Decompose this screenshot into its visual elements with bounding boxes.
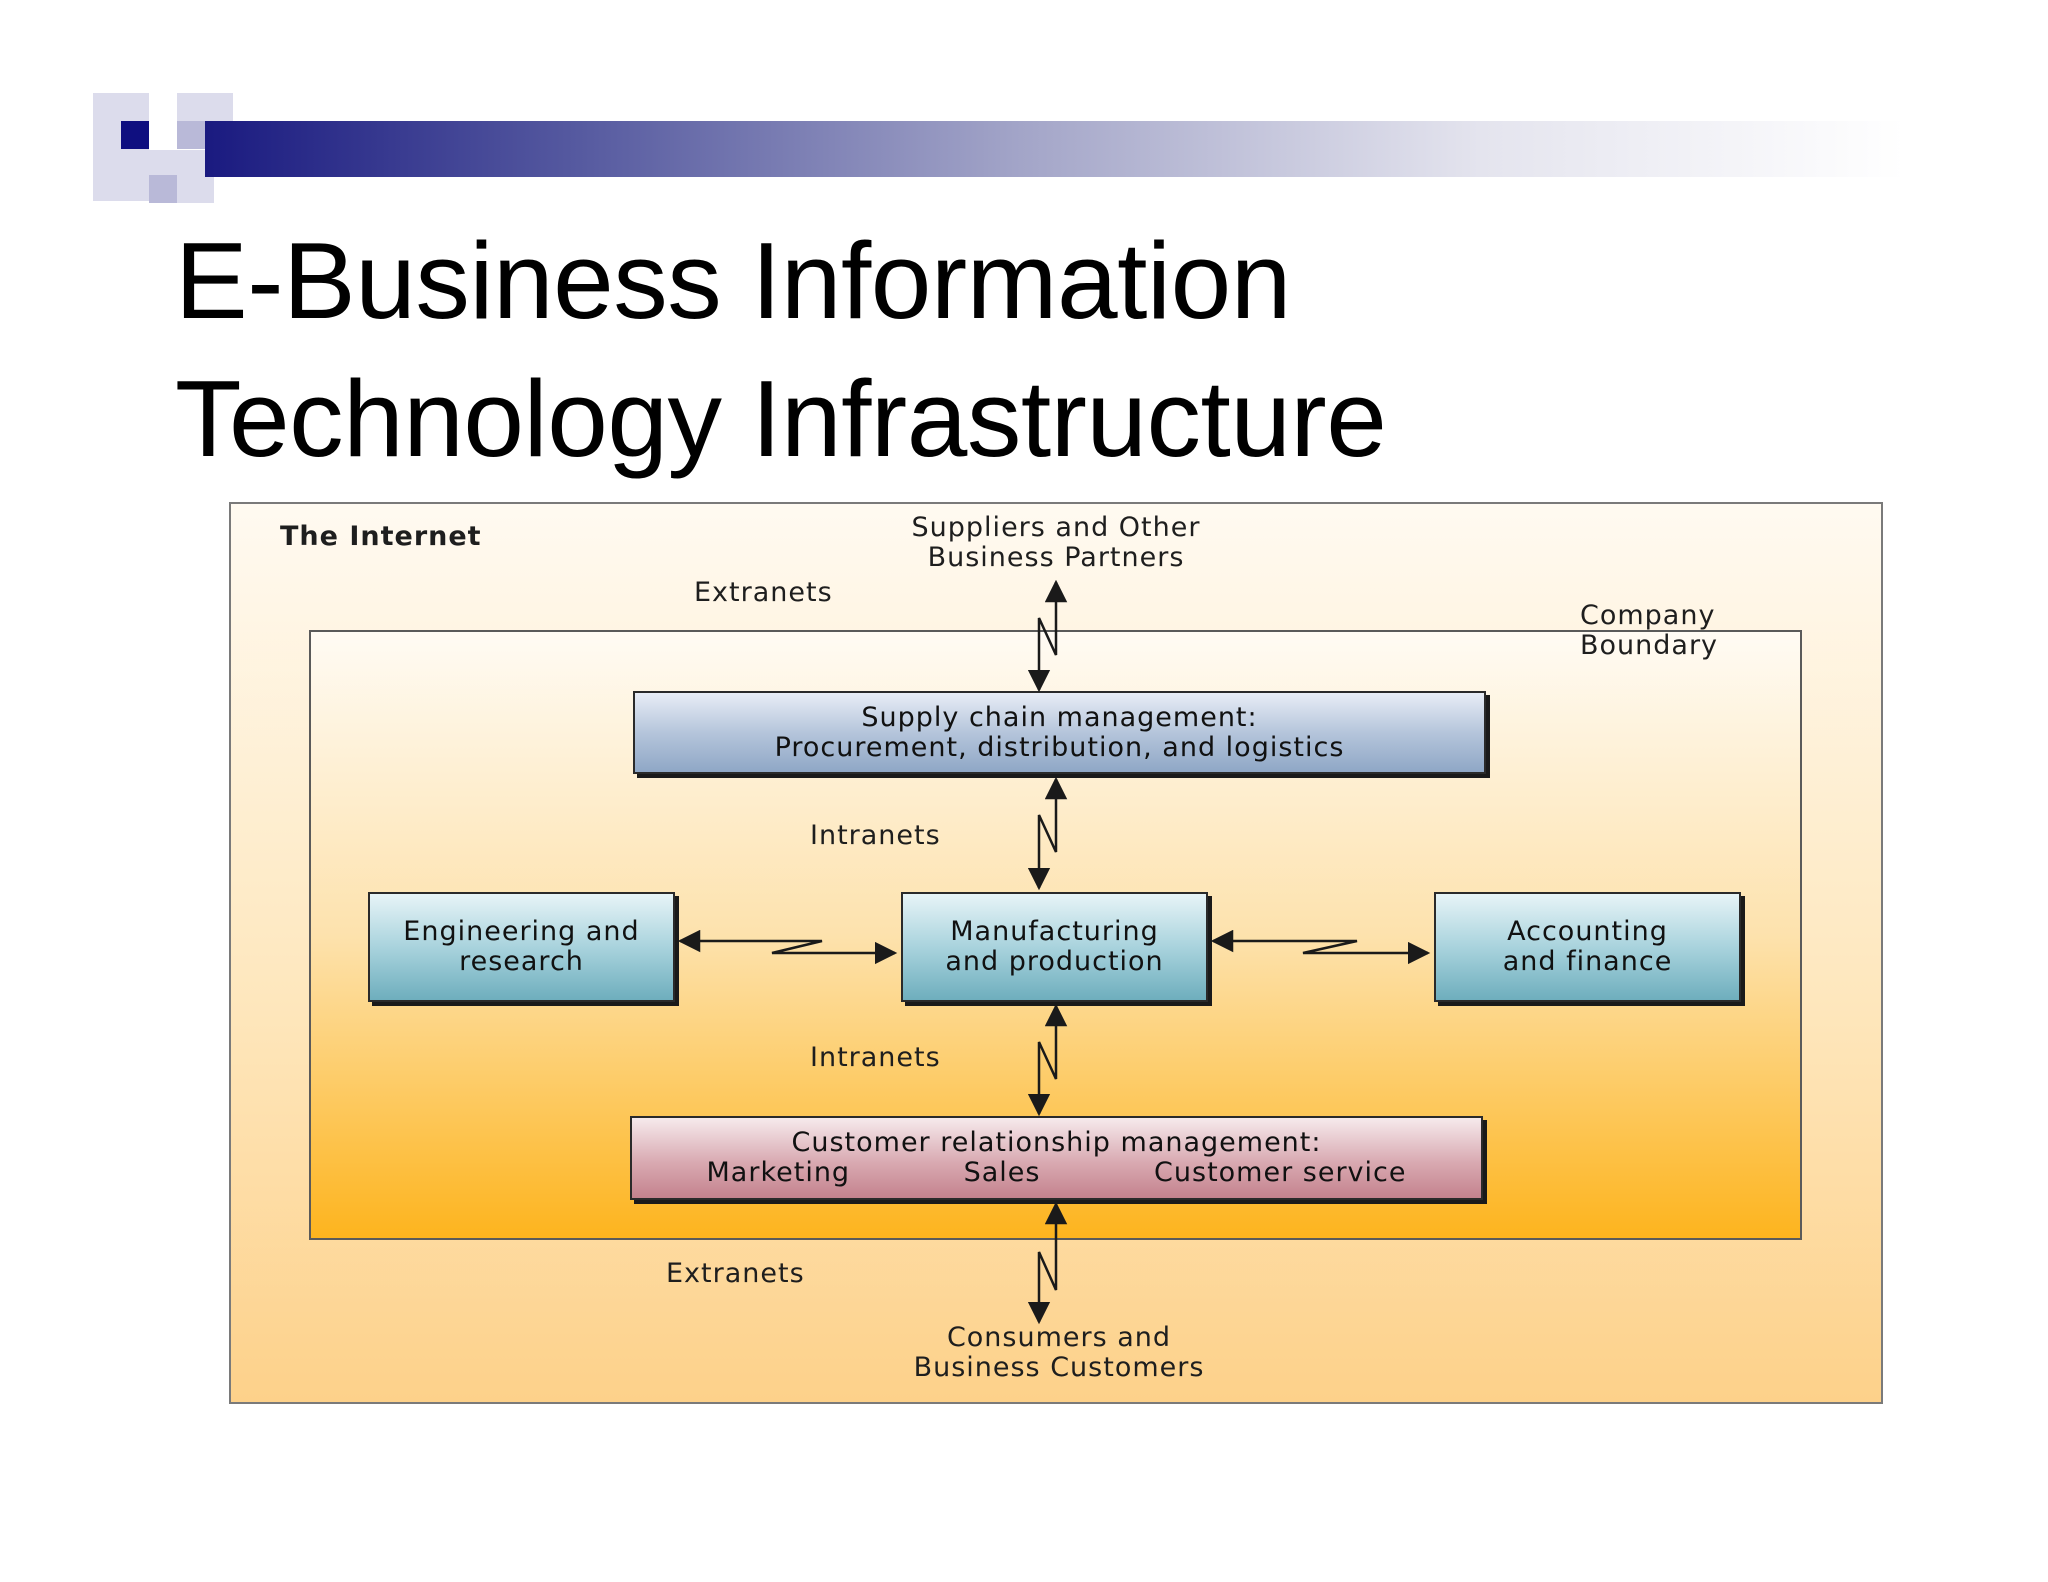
accounting-finance-box: Accounting and finance [1434,892,1741,1002]
accounting-line-2: and finance [1502,946,1673,977]
scm-line-2: Procurement, distribution, and logistics [774,731,1345,763]
consumers-label-line-1: Consumers and [946,1322,1172,1353]
manufacturing-line-1: Manufacturing [950,916,1159,947]
company-boundary-line-1: Company [1580,600,1716,631]
extranets-bottom-label: Extranets [666,1258,805,1289]
header-gradient-bar [205,121,1905,177]
crm-sales: Sales [963,1157,1041,1188]
crm-customer-service: Customer service [1154,1157,1407,1188]
accounting-line-1: Accounting [1507,916,1668,947]
crm-functions: Marketing Sales Customer service [707,1158,1407,1188]
connector-manufacturing-crm [1027,1003,1068,1117]
connector-scm-manufacturing [1027,776,1068,891]
connector-engineering-manufacturing [677,929,898,965]
consumers-label-line-2: Business Customers [913,1352,1205,1383]
intranets-bottom-label: Intranets [810,1042,941,1073]
connector-crm-consumers [1027,1201,1068,1325]
extranets-top-label: Extranets [694,577,833,608]
internet-label: The Internet [280,521,482,552]
engineering-line-1: Engineering and [403,916,640,947]
suppliers-label-line-2: Business Partners [927,542,1185,573]
scm-line-1: Supply chain management: [861,701,1258,733]
connector-suppliers-scm [1027,579,1068,693]
company-boundary-label: Company Boundary [1580,601,1718,661]
manufacturing-production-box: Manufacturing and production [901,892,1208,1002]
customer-relationship-management-box: Customer relationship management: Market… [630,1116,1483,1200]
connector-manufacturing-accounting [1210,929,1431,965]
supply-chain-management-box: Supply chain management: Procurement, di… [633,691,1486,774]
consumers-label: Consumers and Business Customers [889,1323,1229,1383]
intranets-top-label: Intranets [810,820,941,851]
suppliers-label: Suppliers and Other Business Partners [891,513,1221,573]
crm-marketing: Marketing [706,1157,851,1188]
manufacturing-line-2: and production [945,946,1164,977]
engineering-line-2: research [459,946,584,977]
logo-square [149,175,177,203]
company-boundary-line-2: Boundary [1580,630,1719,661]
engineering-research-box: Engineering and research [368,892,675,1002]
slide-title-line-1: E-Business Information [175,220,1291,342]
slide-title-line-2: Technology Infrastructure [175,358,1387,480]
logo-square [121,121,149,149]
slide-title: E-Business Information Technology Infras… [175,212,1875,488]
crm-line-1: Customer relationship management: [791,1127,1322,1158]
logo-square [177,121,205,149]
suppliers-label-line-1: Suppliers and Other [911,512,1201,543]
